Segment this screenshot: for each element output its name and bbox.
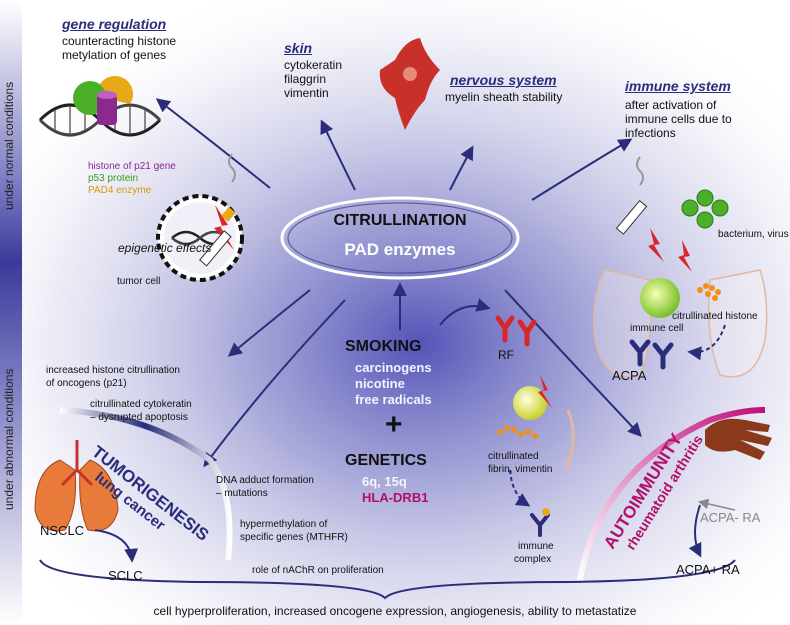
histone-icon bbox=[97, 95, 117, 125]
center-ellipse bbox=[280, 196, 520, 280]
lightning-icon bbox=[214, 205, 234, 250]
cigarette-right-icon bbox=[615, 156, 692, 272]
cytokeratin-line1: citrullinated cytokeratin bbox=[90, 399, 192, 410]
gene-regulation-title: gene regulation bbox=[62, 16, 167, 32]
sclc-label: SCLC bbox=[108, 568, 143, 583]
citrullinated-histone-icon bbox=[697, 283, 721, 301]
epigenetic-label: epigenetic effects bbox=[118, 241, 212, 255]
hypermeth-line1: hypermethylation of bbox=[240, 519, 328, 530]
immune-system-title: immune system bbox=[625, 78, 731, 94]
arrow-tumorigenesis bbox=[203, 299, 346, 468]
arrow-nervous bbox=[449, 145, 474, 191]
gene-regulation-line1: counteracting histone bbox=[62, 34, 177, 48]
nsclc-label: NSCLC bbox=[40, 523, 85, 538]
dna-helix-icon bbox=[38, 75, 162, 137]
dna-adduct-line1: DNA adduct formation bbox=[216, 475, 314, 486]
nervous-system-text: myelin sheath stability bbox=[445, 90, 563, 104]
smoking-item-3: free radicals bbox=[355, 392, 432, 407]
histone-cit-line1: increased histone citrullination bbox=[46, 365, 180, 376]
dna-adduct-line2: – mutations bbox=[216, 488, 268, 499]
arrow-nsclc-sclc bbox=[94, 529, 139, 563]
acpa-pos-label: ACPA+ RA bbox=[676, 562, 740, 577]
legend-pad4: PAD4 enzyme bbox=[88, 185, 152, 196]
genetics-loci: 6q, 15q bbox=[362, 474, 407, 489]
skin-item-2: filaggrin bbox=[284, 72, 327, 86]
rf-label: RF bbox=[498, 348, 514, 362]
arrow-gene-regulation bbox=[155, 98, 271, 189]
arrow-autoimmunity bbox=[504, 289, 642, 438]
fibrin-line1: citrullinated bbox=[488, 451, 539, 462]
pad4-enzyme-icon bbox=[100, 75, 134, 104]
radial-arrows bbox=[155, 98, 642, 468]
cit-histone-label: citrullinated histone bbox=[672, 311, 758, 322]
side-label-normal: under normal conditions bbox=[2, 81, 16, 210]
fibrin-line2: fibrin, vimentin bbox=[488, 464, 553, 475]
arrow-immune bbox=[531, 138, 633, 201]
bacterium-label: bacterium, virus bbox=[718, 229, 789, 240]
autoimmunity-arc bbox=[577, 407, 766, 581]
bottom-summary: cell hyperproliferation, increased oncog… bbox=[153, 604, 637, 618]
skin-item-3: vimentin bbox=[284, 86, 329, 100]
plus-sign: + bbox=[385, 408, 403, 441]
acpa-label: ACPA bbox=[612, 368, 647, 383]
tumorigenesis-arc bbox=[59, 407, 233, 561]
smoking-item-2: nicotine bbox=[355, 376, 405, 391]
arrow-rf bbox=[439, 298, 491, 326]
bacterium-virus-icon bbox=[681, 189, 729, 229]
immune-system-line3: infections bbox=[625, 126, 676, 140]
rf-antibody-icon bbox=[495, 315, 537, 347]
lungs-icon bbox=[34, 440, 119, 532]
immune-complex-line2: complex bbox=[514, 554, 552, 565]
genetics-title: GENETICS bbox=[345, 452, 427, 469]
center-title: CITRULLINATION bbox=[333, 212, 467, 229]
acpa-antibody-icon bbox=[629, 339, 674, 370]
side-label-abnormal: under abnormal conditions bbox=[2, 368, 16, 510]
immune-complex-icon bbox=[530, 513, 550, 537]
immune-cell-icon bbox=[640, 278, 680, 318]
center-subtitle: PAD enzymes bbox=[344, 240, 456, 259]
immune-complex-line1: immune bbox=[518, 541, 554, 552]
hypermeth-line2: specific genes (MTHFR) bbox=[240, 532, 348, 543]
cytokeratin-line2: – dysrupted apoptosis bbox=[90, 412, 188, 423]
acpa-neg-label: ACPA- RA bbox=[700, 510, 761, 525]
tumor-cell-icon bbox=[156, 194, 244, 282]
smoking-title: SMOKING bbox=[345, 338, 422, 355]
side-band bbox=[0, 0, 22, 625]
hand-icon bbox=[705, 418, 772, 460]
histone-cit-line2: of oncogens (p21) bbox=[46, 378, 127, 389]
gene-regulation-line2: metylation of genes bbox=[62, 48, 167, 62]
skin-title: skin bbox=[284, 40, 313, 56]
smoking-item-1: carcinogens bbox=[355, 360, 432, 375]
immune-system-line2: immune cells due to bbox=[625, 112, 732, 126]
tumor-cell-label: tumor cell bbox=[117, 276, 161, 287]
skin-cell-icon bbox=[379, 38, 440, 130]
cigarette-icon bbox=[199, 153, 236, 267]
arrow-epigenetic bbox=[227, 289, 311, 357]
legend-histone: histone of p21 gene bbox=[88, 161, 176, 172]
immune-cell-label: immune cell bbox=[630, 323, 684, 334]
skin-item-1: cytokeratin bbox=[284, 58, 343, 72]
bottom-brace bbox=[39, 559, 736, 600]
nachr-label: role of nAChR on proliferation bbox=[252, 565, 384, 576]
nervous-system-title: nervous system bbox=[450, 72, 557, 88]
immune-system-line1: after activation of bbox=[625, 98, 717, 112]
fibrin-cell-icon bbox=[513, 386, 547, 420]
genetics-hla: HLA-DRB1 bbox=[362, 490, 429, 505]
legend-p53: p53 protein bbox=[88, 173, 139, 184]
arrow-skin bbox=[320, 119, 356, 191]
